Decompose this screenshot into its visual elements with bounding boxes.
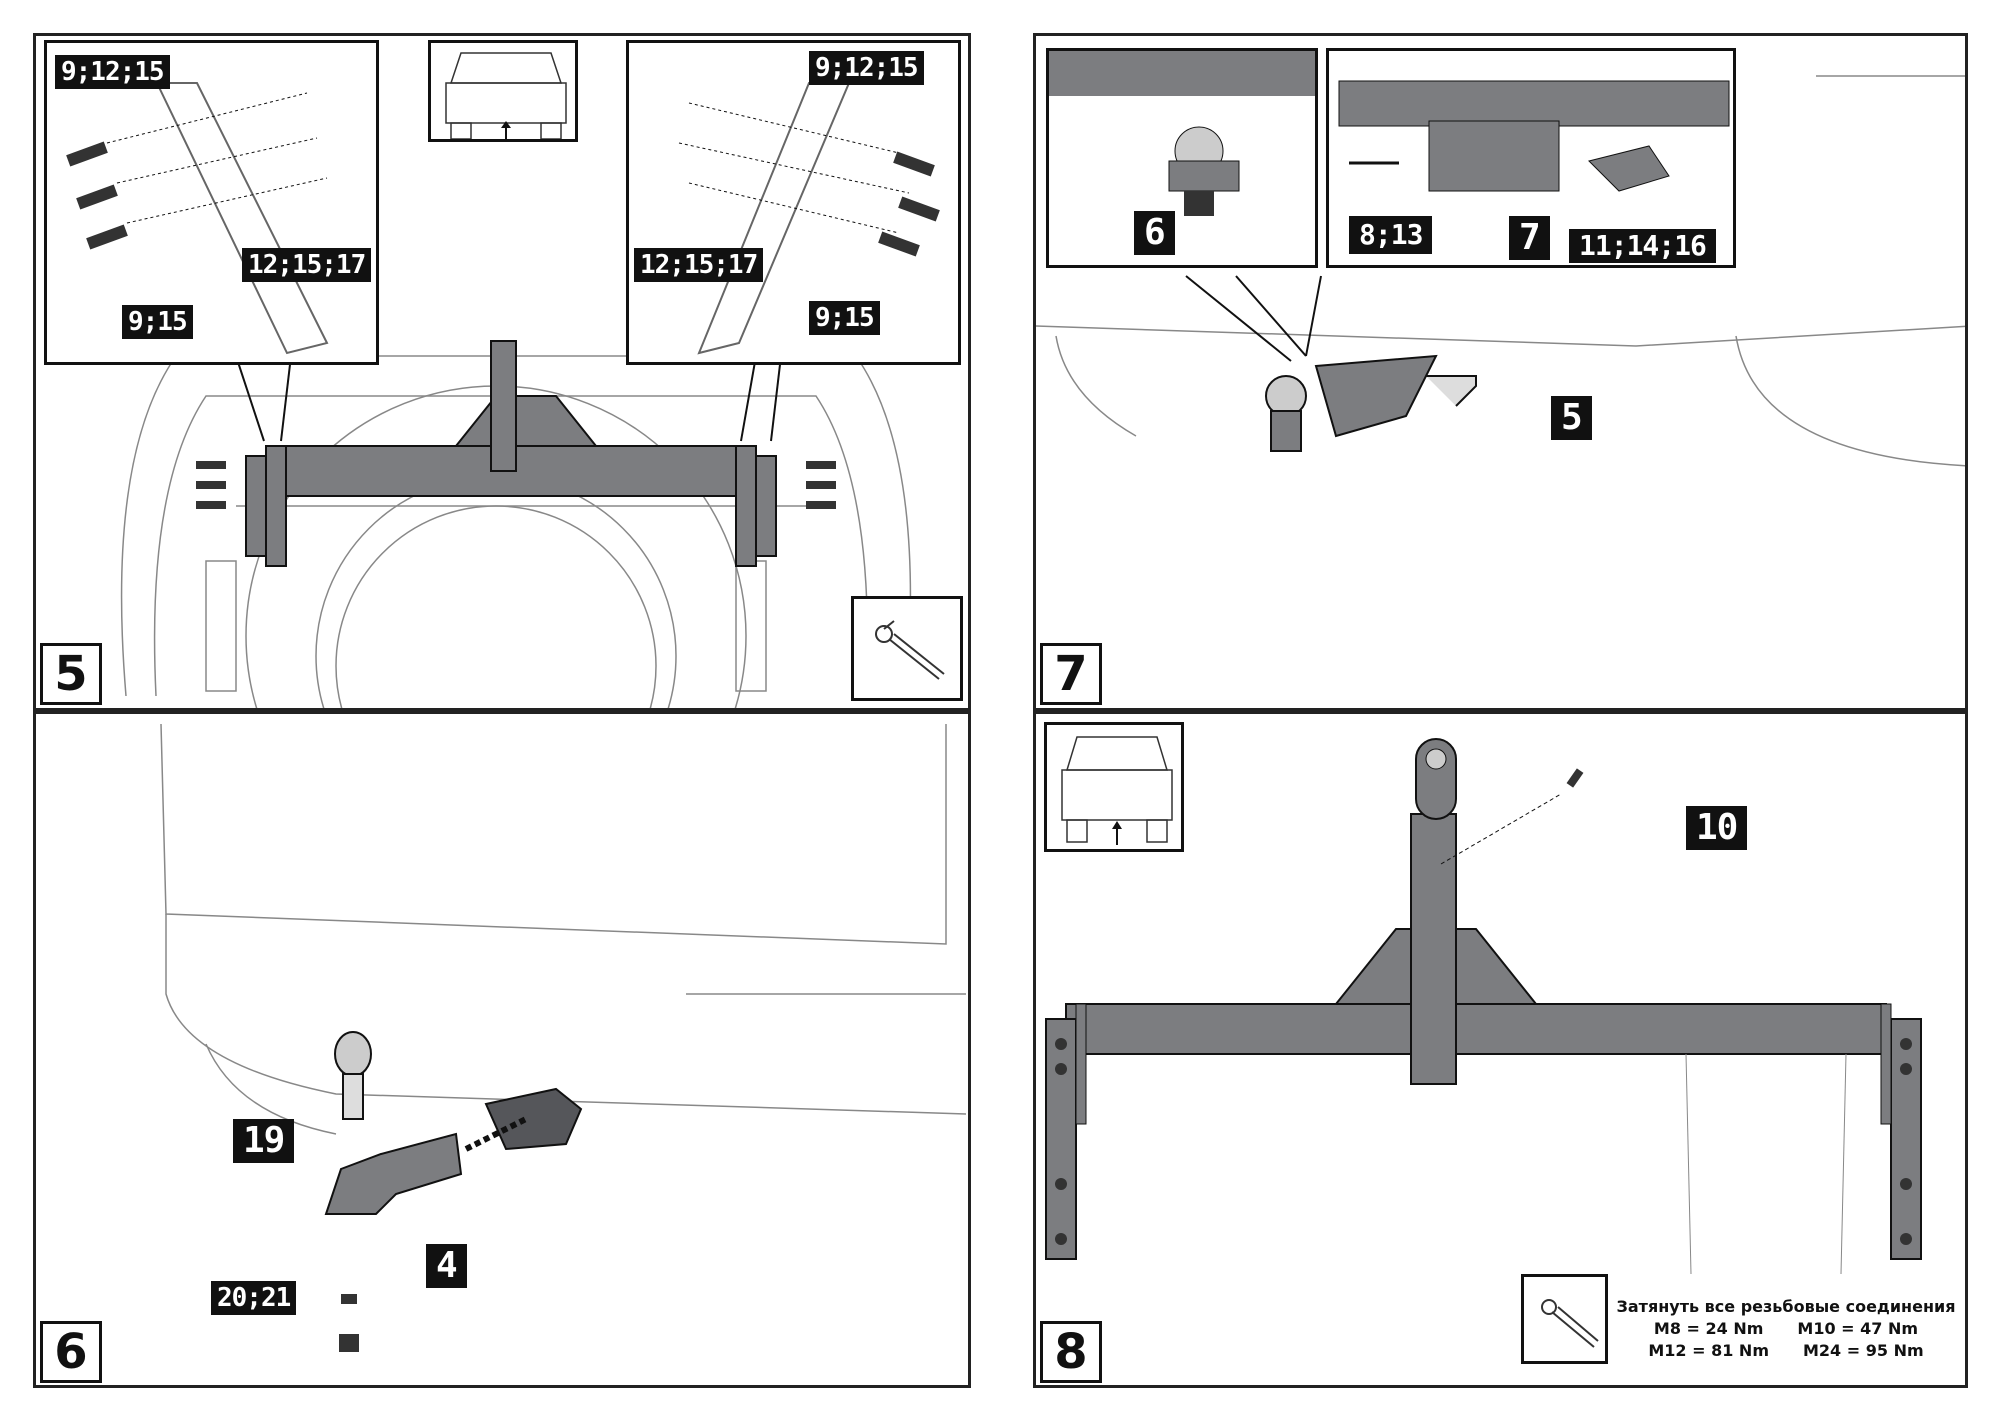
left-bracket-bolts-illustration bbox=[66, 82, 329, 355]
step-6-illustration bbox=[160, 723, 967, 1352]
torque-m8: M8 = 24 Nm bbox=[1653, 1319, 1764, 1338]
step-number-8: 8 bbox=[1040, 1321, 1102, 1383]
step-7-illustration bbox=[1036, 75, 1965, 467]
callout-8-13: 8;13 bbox=[1349, 216, 1433, 254]
step-number-5: 5 bbox=[40, 643, 102, 705]
callout-12-15-17-right: 12;15;17 bbox=[634, 248, 764, 282]
callout-10: 10 bbox=[1686, 806, 1748, 850]
callout-6: 6 bbox=[1134, 211, 1175, 255]
right-bracket-bolts-illustration bbox=[678, 82, 940, 355]
step-7-panel: 6 8;13 7 11;14;16 5 7 bbox=[1033, 33, 1968, 711]
step-number-6: 6 bbox=[40, 1321, 102, 1383]
step-6-panel: 19 4 20;21 6 bbox=[33, 711, 971, 1388]
torque-m12: M12 = 81 Nm bbox=[1648, 1341, 1769, 1360]
callout-9-15-right: 9;15 bbox=[809, 301, 880, 335]
callout-4: 4 bbox=[426, 1244, 467, 1288]
step-number-7: 7 bbox=[1040, 643, 1102, 705]
callout-11-14-16: 11;14;16 bbox=[1569, 229, 1716, 263]
step-5-panel: 9;12;15 12;15;17 9;15 9;12;15 12;15;17 9… bbox=[33, 33, 971, 711]
step-8-illustration bbox=[1045, 738, 1922, 1275]
torque-wrench-icon bbox=[1521, 1274, 1608, 1364]
callout-12-15-17-left: 12;15;17 bbox=[242, 248, 372, 282]
left-bracket-detail-inset: 9;12;15 12;15;17 9;15 bbox=[44, 40, 379, 365]
truck-rear-view-icon bbox=[1044, 722, 1184, 852]
step-8-panel: 10 Затянуть все резьбовые соединения M8 … bbox=[1033, 711, 1968, 1388]
callout-9-12-15-left: 9;12;15 bbox=[55, 55, 170, 89]
socket-detail-inset: 8;13 7 11;14;16 bbox=[1326, 48, 1736, 268]
callout-9-12-15-right: 9;12;15 bbox=[809, 51, 924, 85]
right-bracket-detail-inset: 9;12;15 12;15;17 9;15 bbox=[626, 40, 961, 365]
torque-wrench-icon bbox=[851, 596, 963, 701]
torque-specifications: Затянуть все резьбовые соединения M8 = 2… bbox=[1616, 1296, 1956, 1362]
pin-clip-detail-inset: 6 bbox=[1046, 48, 1318, 268]
step-5-illustration bbox=[120, 340, 912, 708]
callout-7: 7 bbox=[1509, 216, 1550, 260]
callout-9-15-left: 9;15 bbox=[122, 305, 193, 339]
callout-19: 19 bbox=[233, 1119, 295, 1163]
torque-m10: M10 = 47 Nm bbox=[1797, 1319, 1919, 1338]
callout-20-21: 20;21 bbox=[211, 1281, 297, 1315]
truck-rear-view-icon bbox=[428, 40, 578, 142]
torque-m24: M24 = 95 Nm bbox=[1803, 1341, 1924, 1360]
torque-title: Затянуть все резьбовые соединения bbox=[1616, 1297, 1956, 1316]
callout-5: 5 bbox=[1551, 396, 1592, 440]
